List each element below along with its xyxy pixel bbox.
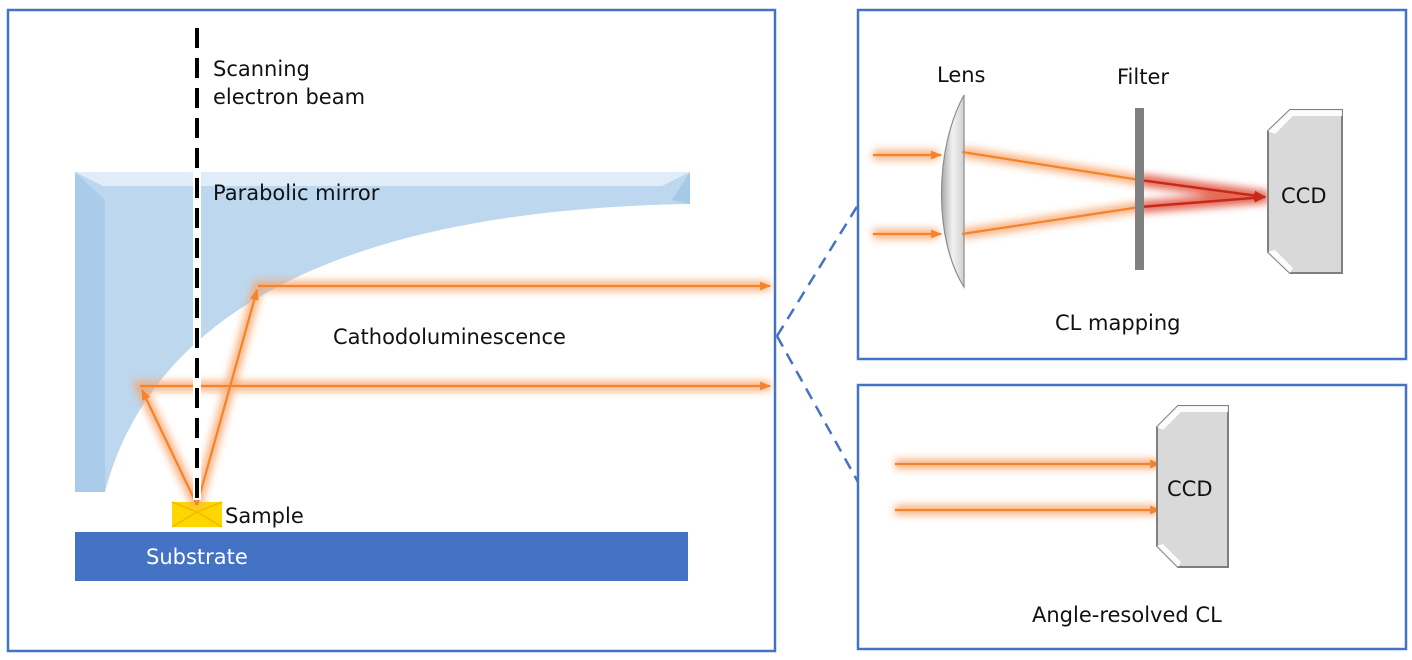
sample-label: Sample xyxy=(225,504,304,528)
lens xyxy=(941,94,965,290)
left-panel: Substrate Sample Scanning electron beam xyxy=(6,8,777,653)
filter xyxy=(1135,108,1144,270)
cl-mapping-panel: Lens Filter xyxy=(856,8,1408,361)
beam-label-line2: electron beam xyxy=(213,85,365,109)
lens-label: Lens xyxy=(937,63,986,87)
ccd-top xyxy=(1267,109,1343,274)
cl-mapping-caption: CL mapping xyxy=(1055,311,1181,335)
filter-label: Filter xyxy=(1117,65,1169,89)
substrate-label: Substrate xyxy=(146,545,248,569)
ccd-bottom xyxy=(1156,405,1229,568)
beam-label-line1: Scanning xyxy=(213,57,310,81)
parabolic-mirror xyxy=(75,172,690,492)
angle-resolved-frame xyxy=(856,383,1408,651)
angle-resolved-caption: Angle-resolved CL xyxy=(1032,603,1222,627)
mirror-label: Parabolic mirror xyxy=(213,181,380,205)
connector-lines xyxy=(775,204,860,483)
angle-resolved-panel: CCD Angle-resolved CL xyxy=(856,383,1408,651)
ccd-top-label: CCD xyxy=(1281,184,1327,208)
light-rays-left xyxy=(132,281,772,508)
sample xyxy=(171,501,223,528)
cl-label: Cathodoluminescence xyxy=(333,325,566,349)
substrate xyxy=(75,532,688,581)
ccd-bottom-label: CCD xyxy=(1167,477,1213,501)
